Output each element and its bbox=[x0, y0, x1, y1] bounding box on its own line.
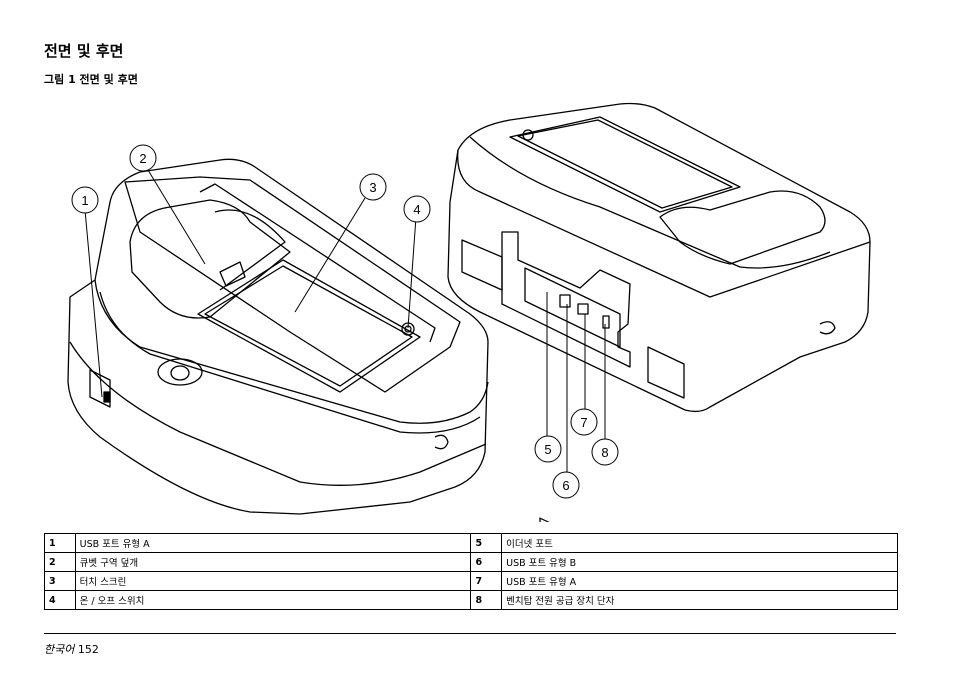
legend-text: 온 / 오프 스위치 bbox=[74, 590, 472, 610]
legend-num: 1 bbox=[44, 533, 76, 553]
callout-2: 2 bbox=[129, 144, 157, 172]
callout-4: 4 bbox=[403, 195, 431, 223]
table-row: 1 USB 포트 유형 A 5 이더넷 포트 bbox=[44, 533, 898, 553]
callout-5: 5 bbox=[534, 435, 562, 463]
legend-num: 5 bbox=[470, 533, 503, 553]
svg-text:2: 2 bbox=[139, 151, 146, 166]
section-title: 전면 및 후면 bbox=[44, 42, 124, 60]
table-row: 3 터치 스크린 7 USB 포트 유형 A bbox=[44, 571, 898, 591]
legend-num: 2 bbox=[44, 552, 76, 572]
device-figure: 1 2 3 4 5 6 7 8 bbox=[67, 102, 871, 522]
svg-text:6: 6 bbox=[562, 478, 569, 493]
legend-num: 8 bbox=[470, 590, 503, 610]
svg-text:5: 5 bbox=[544, 442, 551, 457]
table-row: 2 큐벳 구역 덮개 6 USB 포트 유형 B bbox=[44, 552, 898, 572]
callout-7: 7 bbox=[570, 408, 598, 436]
callout-6: 6 bbox=[552, 471, 580, 499]
footer-rule bbox=[44, 633, 896, 634]
callout-1: 1 bbox=[71, 186, 99, 214]
leader-lines bbox=[84, 169, 606, 474]
figure-caption: 그림 1 전면 및 후면 bbox=[44, 73, 138, 86]
legend-text: USB 포트 유형 A bbox=[501, 571, 898, 591]
svg-text:4: 4 bbox=[413, 202, 420, 217]
legend-text: USB 포트 유형 B bbox=[501, 552, 898, 572]
legend-num: 4 bbox=[44, 590, 76, 610]
svg-text:1: 1 bbox=[81, 193, 88, 208]
legend-text: USB 포트 유형 A bbox=[74, 533, 472, 553]
table-row: 4 온 / 오프 스위치 8 벤치탑 전원 공급 장치 단자 bbox=[44, 590, 898, 610]
callout-3: 3 bbox=[359, 173, 387, 201]
front-device bbox=[67, 158, 489, 515]
rear-device bbox=[447, 102, 871, 522]
svg-text:3: 3 bbox=[369, 180, 376, 195]
page-number: 152 bbox=[77, 643, 99, 656]
svg-text:7: 7 bbox=[580, 415, 587, 430]
page-footer: 한국어 152 bbox=[44, 641, 99, 657]
footer-language: 한국어 bbox=[44, 643, 75, 656]
callout-8: 8 bbox=[591, 438, 619, 466]
legend-num: 6 bbox=[470, 552, 503, 572]
legend-text: 이더넷 포트 bbox=[501, 533, 898, 553]
legend-text: 큐벳 구역 덮개 bbox=[74, 552, 472, 572]
legend-text: 벤치탑 전원 공급 장치 단자 bbox=[501, 590, 898, 610]
legend-table: 1 USB 포트 유형 A 5 이더넷 포트 2 큐벳 구역 덮개 6 USB … bbox=[44, 533, 898, 610]
legend-num: 3 bbox=[44, 571, 76, 591]
svg-text:8: 8 bbox=[601, 445, 608, 460]
legend-num: 7 bbox=[470, 571, 503, 591]
legend-text: 터치 스크린 bbox=[74, 571, 472, 591]
